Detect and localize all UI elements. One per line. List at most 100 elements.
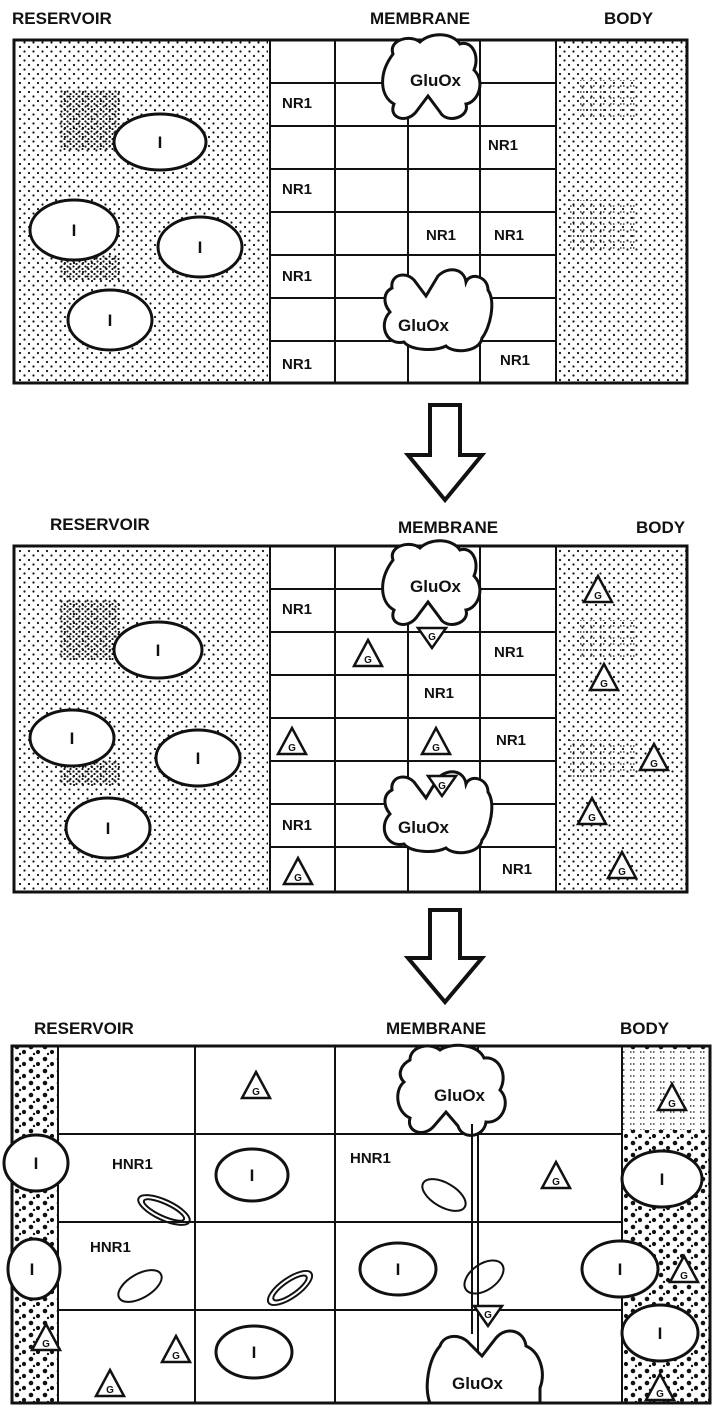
body-label: BODY (636, 518, 686, 537)
receptor-nr1: NR1 (282, 181, 312, 198)
enzyme-gluox: GluOx (384, 270, 491, 351)
panel-3: RESERVOIR MEMBRANE BODY GluOx GluOx HNR1 (4, 1019, 710, 1403)
receptor-nr1: NR1 (424, 685, 454, 702)
receptor-nr1: NR1 (282, 356, 312, 373)
hydrogel-hnr1: HNR1 (350, 1150, 391, 1167)
glutamate-triangle-icon: G (354, 640, 382, 666)
inhibitor-particle: I (66, 798, 150, 858)
svg-text:G: G (172, 1351, 180, 1362)
body-hatch (575, 80, 635, 120)
receptor-nr1: NR1 (282, 95, 312, 112)
receptor-nr1: NR1 (494, 644, 524, 661)
body-hatch (575, 620, 635, 660)
svg-text:G: G (42, 1339, 50, 1350)
svg-text:G: G (588, 813, 596, 824)
receptor-nr1: NR1 (426, 227, 456, 244)
enzyme-gluox: GluOx (398, 1045, 506, 1135)
inhibitor-particle: I (8, 1239, 60, 1299)
svg-text:G: G (364, 655, 372, 666)
svg-text:I: I (252, 1343, 257, 1362)
nr1-ellipse (113, 1264, 167, 1309)
svg-text:I: I (70, 729, 75, 748)
reservoir-dense-area (60, 90, 120, 150)
svg-text:G: G (600, 679, 608, 690)
svg-text:I: I (106, 819, 111, 838)
nr1-ellipse (459, 1254, 510, 1301)
panel-1: RESERVOIR MEMBRANE BODY GluOx (12, 9, 687, 383)
svg-text:G: G (106, 1385, 114, 1396)
down-arrow (408, 910, 482, 1002)
glutamate-triangle-icon: G (242, 1072, 270, 1098)
svg-text:I: I (660, 1170, 665, 1189)
membrane-grid (58, 1046, 622, 1403)
svg-text:G: G (594, 591, 602, 602)
svg-text:I: I (396, 1260, 401, 1279)
receptor-nr1: NR1 (282, 817, 312, 834)
inhibitor-particle: I (622, 1305, 698, 1361)
svg-text:I: I (72, 221, 77, 240)
receptor-nr1: NR1 (282, 601, 312, 618)
enzyme-gluox: GluOx (427, 1331, 542, 1403)
svg-text:I: I (658, 1324, 663, 1343)
svg-text:I: I (196, 749, 201, 768)
svg-text:I: I (250, 1166, 255, 1185)
svg-text:I: I (158, 133, 163, 152)
membrane-label: MEMBRANE (370, 9, 470, 28)
svg-text:G: G (618, 867, 626, 878)
body-label: BODY (620, 1019, 670, 1038)
inhibitor-particle: I (216, 1149, 288, 1201)
reservoir-label: RESERVOIR (34, 1019, 134, 1038)
reservoir-dense-area (60, 600, 120, 660)
glutamate-triangle-icon: G (542, 1162, 570, 1188)
nr1-ellipse (134, 1189, 193, 1231)
svg-text:G: G (432, 743, 440, 754)
inhibitor-particle: I (360, 1243, 436, 1295)
inhibitor-particle: I (622, 1151, 702, 1207)
svg-text:G: G (650, 759, 658, 770)
inhibitor-particle: I (156, 730, 240, 786)
body-hatch (565, 740, 640, 780)
receptor-nr1: NR1 (488, 137, 518, 154)
svg-text:G: G (288, 743, 296, 754)
receptor-nr1: NR1 (502, 861, 532, 878)
glutamate-triangle-icon: G (96, 1370, 124, 1396)
inhibitor-particle: I (158, 217, 242, 277)
body-hatch (570, 200, 640, 250)
hydrogel-hnr1: HNR1 (112, 1156, 153, 1173)
inhibitor-particle: I (582, 1241, 658, 1297)
svg-text:GluOx: GluOx (434, 1086, 486, 1105)
glutamate-triangle-icon: G (284, 858, 312, 884)
svg-text:I: I (30, 1260, 35, 1279)
svg-text:G: G (656, 1389, 664, 1400)
svg-text:G: G (680, 1271, 688, 1282)
svg-text:GluOx: GluOx (410, 577, 462, 596)
inhibitor-particle: I (68, 290, 152, 350)
glutamate-triangle-icon: G (422, 728, 450, 754)
svg-text:I: I (198, 238, 203, 257)
receptor-nr1: NR1 (496, 732, 526, 749)
inhibitor-particle: I (30, 710, 114, 766)
inhibitor-particle: I (30, 200, 118, 260)
receptor-nr1: NR1 (282, 268, 312, 285)
svg-text:G: G (428, 632, 436, 643)
svg-text:G: G (552, 1177, 560, 1188)
svg-text:I: I (108, 311, 113, 330)
membrane-label: MEMBRANE (398, 518, 498, 537)
nr1-ellipse (263, 1265, 317, 1311)
inhibitor-particle: I (114, 114, 206, 170)
body-region (558, 546, 686, 892)
membrane-label: MEMBRANE (386, 1019, 486, 1038)
svg-text:I: I (156, 641, 161, 660)
panel-2: RESERVOIR MEMBRANE BODY GluOx (14, 515, 687, 892)
glutamate-triangle-icon: G (418, 628, 446, 648)
svg-text:G: G (294, 873, 302, 884)
down-arrow (408, 405, 482, 500)
svg-text:GluOx: GluOx (398, 818, 450, 837)
svg-text:GluOx: GluOx (410, 71, 462, 90)
svg-text:I: I (618, 1260, 623, 1279)
panel-frame (12, 1046, 710, 1403)
svg-text:G: G (484, 1310, 492, 1321)
enzyme-gluox: GluOx (383, 541, 480, 625)
reservoir-label: RESERVOIR (50, 515, 150, 534)
